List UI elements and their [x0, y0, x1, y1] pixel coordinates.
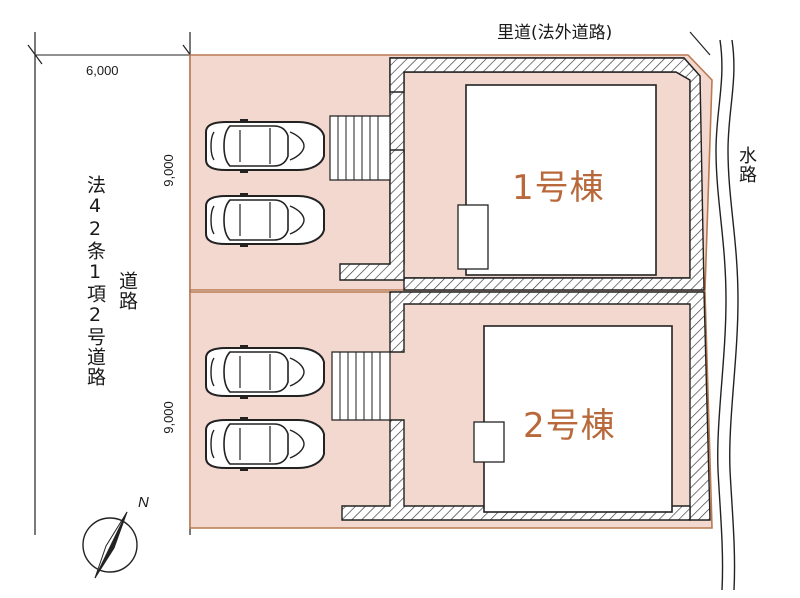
- width-dimension: 6,000: [86, 63, 119, 78]
- hatched-wall-lot-1: [329, 57, 705, 291]
- building-1: [457, 84, 657, 276]
- waterway-lines: [689, 31, 739, 591]
- parking-car: [205, 416, 325, 472]
- north-label: N: [138, 494, 149, 511]
- building-2-label: 2号棟: [523, 406, 616, 446]
- road-law-label: 法42条1項2号道路: [84, 175, 106, 387]
- road-label: 道路: [116, 271, 138, 311]
- parking-car: [205, 192, 325, 248]
- parking-car: [205, 118, 325, 174]
- road-name-label: 里道(法外道路): [497, 23, 613, 43]
- waterway-label: 水路: [736, 146, 757, 184]
- building-2: [473, 325, 673, 513]
- lot1-depth-dimension: 9,000: [160, 154, 176, 187]
- parking-car: [205, 344, 325, 400]
- lot2-depth-dimension: 9,000: [160, 401, 176, 434]
- building-1-label: 1号棟: [512, 168, 605, 208]
- dimension-lines: [27, 32, 198, 535]
- north-arrow: [82, 511, 138, 579]
